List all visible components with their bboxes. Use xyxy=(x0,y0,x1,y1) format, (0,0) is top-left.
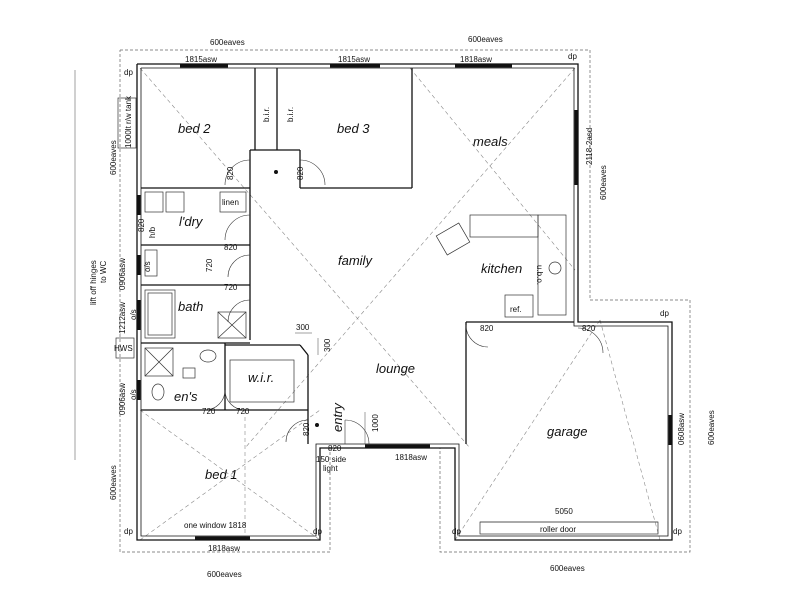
interior-walls xyxy=(141,68,574,444)
lift-off-hinges-label: lift off hinges xyxy=(89,260,98,305)
room-bed3: bed 3 xyxy=(337,121,370,136)
bir-bed3: b.i.r. xyxy=(286,107,295,122)
room-labels: bed 2 bed 3 meals family kitchen l'dry b… xyxy=(174,121,587,482)
room-laundry: l'dry xyxy=(179,214,204,229)
room-ensuite: en's xyxy=(174,389,198,404)
dim-300-vertical: 300 xyxy=(323,338,332,352)
dim-1000: 1000 xyxy=(371,414,380,432)
room-garage: garage xyxy=(547,424,587,439)
dp-4: dp xyxy=(124,527,133,536)
uo-label: u.b.o. xyxy=(535,265,544,285)
hws-label: HWS xyxy=(114,344,133,353)
door-720-ensuite: 720 xyxy=(202,407,216,416)
dp-3: dp xyxy=(660,309,669,318)
annotations: 600eaves 600eaves 600eaves 600eaves 600e… xyxy=(89,35,716,579)
os-ensuite: o/s xyxy=(129,389,138,400)
smoke-detector-icon xyxy=(274,170,278,174)
smoke-detector-icons xyxy=(274,170,319,427)
dp-7: dp xyxy=(673,527,682,536)
door-720-bath: 720 xyxy=(224,283,238,292)
eaves-top-left: 600eaves xyxy=(210,38,245,47)
door-820-bed2: 820 xyxy=(226,166,235,180)
dp-6: dp xyxy=(452,527,461,536)
window-garage-side: 0608asw xyxy=(677,413,686,445)
door-820-garage: 820 xyxy=(582,324,596,333)
eaves-outline xyxy=(119,49,691,553)
rainwater-tank-label: 1000lt r/w tank xyxy=(124,95,133,148)
dp-2: dp xyxy=(568,52,577,61)
side-light-label-2: light xyxy=(323,464,338,473)
to-wc-label: to WC xyxy=(99,261,108,283)
bir-bed2: b.i.r. xyxy=(262,107,271,122)
eaves-bottom-right: 600eaves xyxy=(550,564,585,573)
door-820-bir: 820 xyxy=(137,218,146,232)
window-meals: 1818asw xyxy=(460,55,492,64)
dp-5: dp xyxy=(313,527,322,536)
window-bed1: 1818asw xyxy=(208,544,240,553)
roller-door-label: roller door xyxy=(540,525,576,534)
room-bed2: bed 2 xyxy=(178,121,211,136)
window-meals-side: 2118-2asd xyxy=(585,128,594,165)
room-bed1: bed 1 xyxy=(205,467,238,482)
hb-label: h/b xyxy=(148,226,157,238)
door-820-bed3: 820 xyxy=(296,166,305,180)
window-ensuite: 0906asw xyxy=(118,383,127,415)
dim-5050: 5050 xyxy=(555,507,573,516)
dp-1: dp xyxy=(124,68,133,77)
windows xyxy=(137,64,672,540)
os-laundry: o/s xyxy=(143,261,152,272)
room-entry: entry xyxy=(330,402,345,432)
smoke-detector-icon xyxy=(315,423,319,427)
room-lounge: lounge xyxy=(376,361,415,376)
eaves-left-bottom: 600eaves xyxy=(109,465,118,500)
roof-lines xyxy=(139,67,661,541)
door-720-wir: 720 xyxy=(236,407,250,416)
eaves-bottom-left: 600eaves xyxy=(207,570,242,579)
eaves-right-top: 600eaves xyxy=(599,165,608,200)
window-lounge: 1818asw xyxy=(395,453,427,462)
room-family: family xyxy=(338,253,373,268)
window-laundry: 0906asw xyxy=(118,258,127,290)
door-720-wc: 720 xyxy=(205,258,214,272)
room-meals: meals xyxy=(473,134,508,149)
fixtures xyxy=(115,97,659,535)
room-kitchen: kitchen xyxy=(481,261,522,276)
window-bed2: 1815asw xyxy=(185,55,217,64)
eaves-left-top: 600eaves xyxy=(109,140,118,175)
door-820-entry: 820 xyxy=(328,444,342,453)
room-wir: w.i.r. xyxy=(248,370,274,385)
door-820-lounge: 820 xyxy=(480,324,494,333)
dim-300-horizontal: 300 xyxy=(296,323,310,332)
door-820-laundry: 820 xyxy=(224,243,238,252)
window-bath: 1212asw xyxy=(118,302,127,334)
door-820-bed1: 820 xyxy=(302,422,311,436)
window-bed3: 1815asw xyxy=(338,55,370,64)
dimension-marks xyxy=(74,70,366,460)
door-swings xyxy=(204,159,604,445)
eaves-top-right: 600eaves xyxy=(468,35,503,44)
ref-label: ref. xyxy=(510,305,522,314)
eaves-right-garage: 600eaves xyxy=(707,410,716,445)
one-window-label: one window 1818 xyxy=(184,521,247,530)
room-bath: bath xyxy=(178,299,203,314)
exterior-walls xyxy=(136,63,673,541)
linen-label: linen xyxy=(222,198,239,207)
os-bath: o/s xyxy=(129,309,138,320)
side-light-label-1: 150 side xyxy=(316,455,347,464)
